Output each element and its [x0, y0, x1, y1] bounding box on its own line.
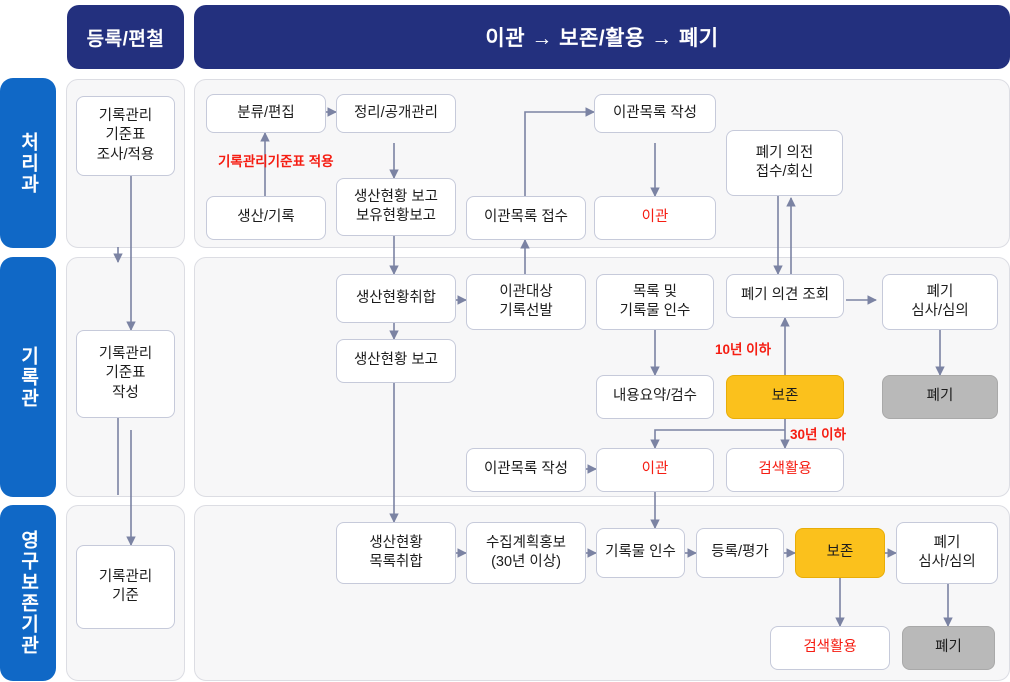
node-igwan-mokrok-jeopsu[interactable]: 이관목록 접수 — [466, 196, 586, 240]
header-register-pill: 등록/편철 — [67, 5, 184, 69]
node-girokmul-insu-row3[interactable]: 기록물 인수 — [596, 528, 685, 578]
node-sujip-gyehoek[interactable]: 수집계획홍보 (30년 이상) — [466, 522, 586, 584]
node-deungrok-pyeongga[interactable]: 등록/평가 — [696, 528, 784, 578]
note-under-10-years: 10년 이하 — [715, 342, 772, 357]
node-igwan-mokrok-jakseong-row2[interactable]: 이관목록 작성 — [466, 448, 586, 492]
node-bojon-row2[interactable]: 보존 — [726, 375, 844, 419]
node-igwan-row2[interactable]: 이관 — [596, 448, 714, 492]
node-bojon-row3[interactable]: 보존 — [795, 528, 885, 578]
node-geomsaek-hwaryong-row2[interactable]: 검색활용 — [726, 448, 844, 492]
node-boyu-hyeonhwang[interactable]: 생산현황 보고 보유현황보고 — [336, 178, 456, 236]
header-flow-label: 이관 → 보존/활용 → 폐기 — [485, 27, 719, 50]
node-saengsan-mokrok-chwihap[interactable]: 생산현황 목록취합 — [336, 522, 456, 584]
header-register-label: 등록/편철 — [86, 28, 165, 50]
lane-label-processing: 처리과 — [17, 131, 39, 195]
node-reg-r3[interactable]: 기록관리 기준 — [76, 545, 175, 629]
lane-label-archive: 기록관 — [17, 345, 39, 409]
node-geomsaek-hwaryong-row3[interactable]: 검색활용 — [770, 626, 890, 670]
note-girok-standard-applied: 기록관리기준표 적용 — [218, 154, 334, 169]
lane-label-permanent: 영구보존기관 — [17, 530, 39, 656]
node-saengsan-chwihap[interactable]: 생산현황취합 — [336, 274, 456, 323]
node-saengsan-girok[interactable]: 생산/기록 — [206, 196, 326, 240]
node-pyegi-simsa-row3[interactable]: 폐기 심사/심의 — [896, 522, 998, 584]
lane-pill-archive: 기록관 — [0, 257, 56, 497]
note-under-30-years: 30년 이하 — [790, 427, 847, 442]
lane-pill-processing: 처리과 — [0, 78, 56, 248]
node-igwan-mokrok-jakseong[interactable]: 이관목록 작성 — [594, 94, 716, 133]
node-jeongri-gonggae[interactable]: 정리/공개관리 — [336, 94, 456, 133]
node-reg-r1[interactable]: 기록관리 기준표 조사/적용 — [76, 96, 175, 176]
node-bunryu-pyeonjip[interactable]: 분류/편집 — [206, 94, 326, 133]
node-mokrok-girokmul-insu[interactable]: 목록 및 기록물 인수 — [596, 274, 714, 330]
node-reg-r2[interactable]: 기록관리 기준표 작성 — [76, 330, 175, 418]
node-igwan-row1[interactable]: 이관 — [594, 196, 716, 240]
node-pyegi-row3[interactable]: 폐기 — [902, 626, 995, 670]
node-pyegi-uigyeon-johoe[interactable]: 폐기 의견 조회 — [726, 274, 844, 318]
node-pyegi-row2[interactable]: 폐기 — [882, 375, 998, 419]
header-flow-pill: 이관 → 보존/활용 → 폐기 — [194, 5, 1010, 69]
node-naeyong-yoyak[interactable]: 내용요약/검수 — [596, 375, 714, 419]
node-pyegi-simsa-row2[interactable]: 폐기 심사/심의 — [882, 274, 998, 330]
node-pyegi-uijeon[interactable]: 폐기 의전 접수/회신 — [726, 130, 843, 196]
node-saengsan-bogo[interactable]: 생산현황 보고 — [336, 339, 456, 383]
node-igwan-daesang-seonbal[interactable]: 이관대상 기록선발 — [466, 274, 586, 330]
lane-pill-permanent: 영구보존기관 — [0, 505, 56, 681]
